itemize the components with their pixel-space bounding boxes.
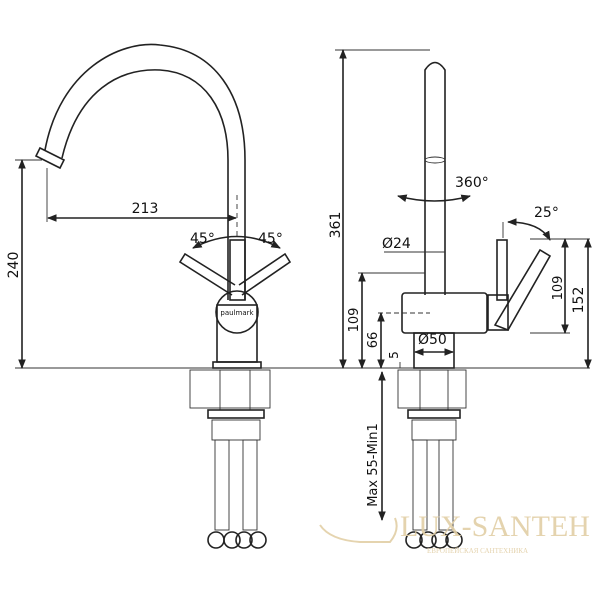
dim-reach: 213 xyxy=(132,201,159,217)
watermark-name: LUX-SANTEH xyxy=(400,510,590,543)
brand-logo: paulmark xyxy=(220,309,254,317)
dim-body-axis: 66 xyxy=(366,332,381,349)
angle-right-label: 45° xyxy=(258,231,283,247)
handle-left xyxy=(178,252,236,296)
bathtub-icon xyxy=(319,517,398,543)
spout-tip xyxy=(34,146,66,170)
dim-height: 240 xyxy=(6,252,22,279)
dim-base: 5 xyxy=(387,351,401,359)
side-base xyxy=(413,332,455,369)
spout-inner xyxy=(61,69,229,300)
logo-disc xyxy=(215,290,259,334)
dim-mount: Max 55-Min1 xyxy=(366,423,381,507)
dim-handle-109: 109 xyxy=(551,276,566,301)
dim-handle-152: 152 xyxy=(571,287,587,314)
handle-right xyxy=(238,252,292,296)
angle-arc xyxy=(192,235,281,249)
handle-angle-label: 25° xyxy=(534,205,559,221)
dim-total-height: 361 xyxy=(328,212,344,239)
handle-tilted xyxy=(493,248,552,331)
spout-diameter-label: Ø24 xyxy=(382,236,411,252)
rotation-label: 360° xyxy=(455,175,489,191)
handle-stem xyxy=(229,239,246,301)
watermark: LUX-SANTEH ЕВРОПЕЙСКАЯ САНТЕХНИКА xyxy=(319,510,590,555)
watermark-tagline: ЕВРОПЕЙСКАЯ САНТЕХНИКА xyxy=(427,547,528,555)
spout-outer xyxy=(44,43,246,300)
side-view: 360° 25° Ø24 Ø50 361 109 66 5 109 152 Ma… xyxy=(328,49,592,549)
angle-left-label: 45° xyxy=(190,231,215,247)
body-diameter-label: Ø50 xyxy=(418,332,447,348)
base-ring xyxy=(212,361,262,369)
rotation-arrow xyxy=(397,194,471,203)
front-view: 45° 45° paulmark 240 213 xyxy=(6,43,292,549)
spout-tube xyxy=(424,61,446,295)
dim-body-top: 109 xyxy=(347,308,362,333)
side-handle xyxy=(496,239,508,301)
